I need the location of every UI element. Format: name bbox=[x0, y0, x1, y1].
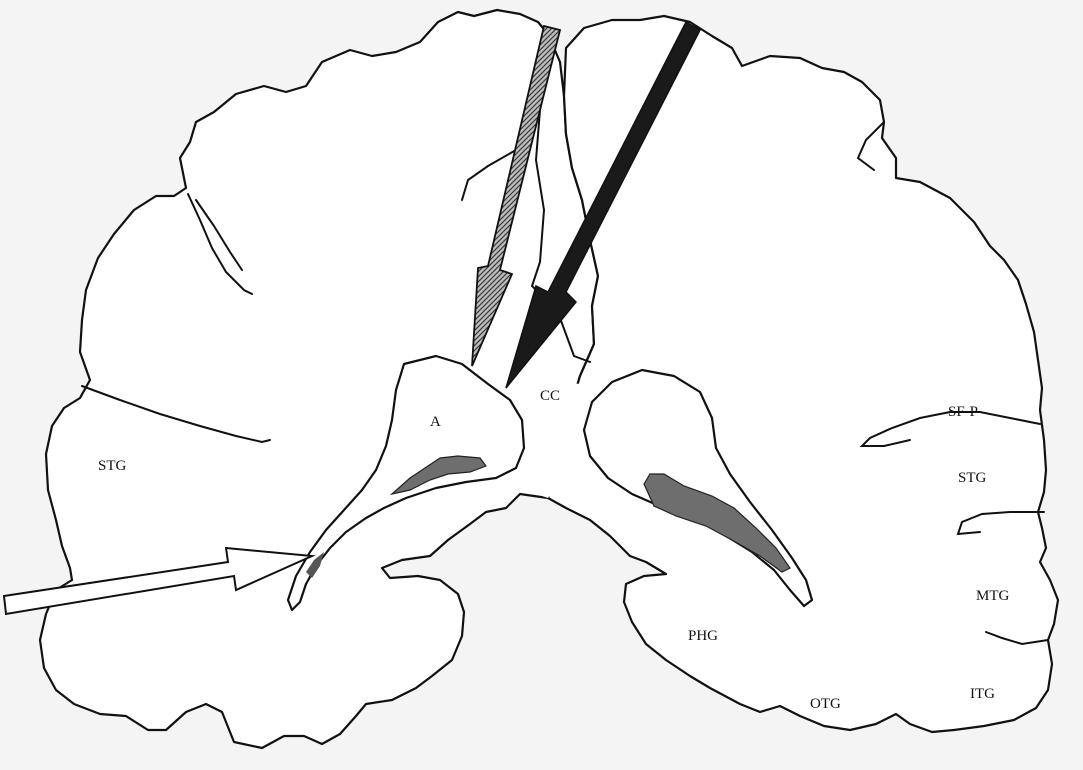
label-stg-right: STG bbox=[958, 470, 987, 486]
left-hemisphere-outline bbox=[40, 10, 598, 748]
label-sf-p: SF-P bbox=[948, 404, 978, 420]
label-a: A bbox=[430, 414, 441, 430]
label-mtg: MTG bbox=[976, 588, 1010, 604]
label-itg: ITG bbox=[970, 686, 995, 702]
label-cc: CC bbox=[540, 388, 560, 404]
label-otg: OTG bbox=[810, 696, 841, 712]
right-hemisphere-outline bbox=[548, 16, 1058, 732]
label-phg: PHG bbox=[688, 628, 718, 644]
label-stg-left: STG bbox=[98, 458, 127, 474]
